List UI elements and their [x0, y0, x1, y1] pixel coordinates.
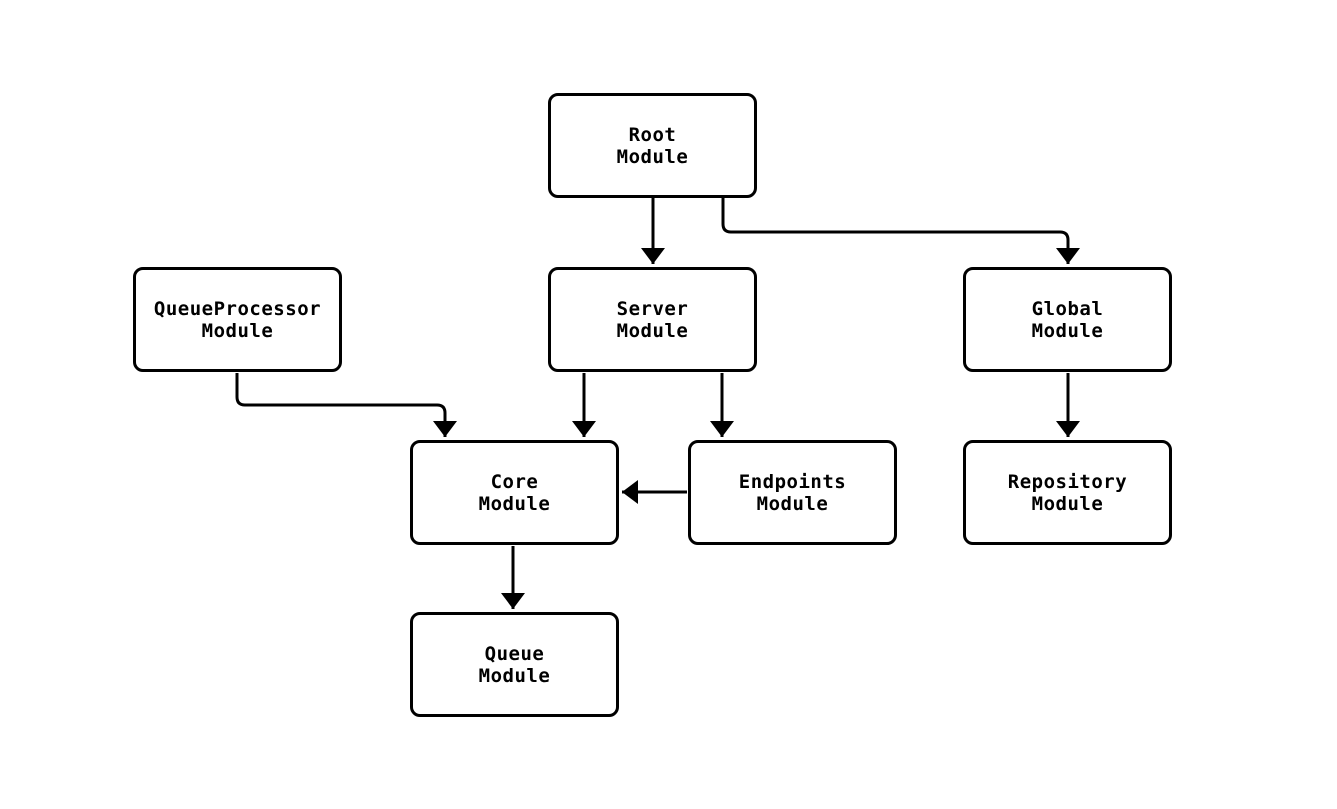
- node-root-module: Root Module: [548, 93, 757, 198]
- node-endpoints-module: Endpoints Module: [688, 440, 897, 545]
- node-queueprocessor-module: QueueProcessor Module: [133, 267, 342, 372]
- edge-root-to-global: [721, 198, 1080, 264]
- node-queue-module-label: Queue Module: [478, 642, 551, 687]
- node-queue-module: Queue Module: [410, 612, 619, 717]
- node-core-module-label: Core Module: [478, 470, 551, 515]
- node-root-module-label: Root Module: [616, 123, 689, 168]
- node-queueprocessor-module-label: QueueProcessor Module: [153, 297, 322, 342]
- node-server-module-label: Server Module: [616, 297, 689, 342]
- node-global-module-label: Global Module: [1031, 297, 1104, 342]
- node-endpoints-module-label: Endpoints Module: [738, 470, 847, 515]
- node-core-module: Core Module: [410, 440, 619, 545]
- node-global-module: Global Module: [963, 267, 1172, 372]
- node-repository-module-label: Repository Module: [1007, 470, 1128, 515]
- node-server-module: Server Module: [548, 267, 757, 372]
- node-repository-module: Repository Module: [963, 440, 1172, 545]
- edge-queueprocessor-to-core: [235, 373, 457, 437]
